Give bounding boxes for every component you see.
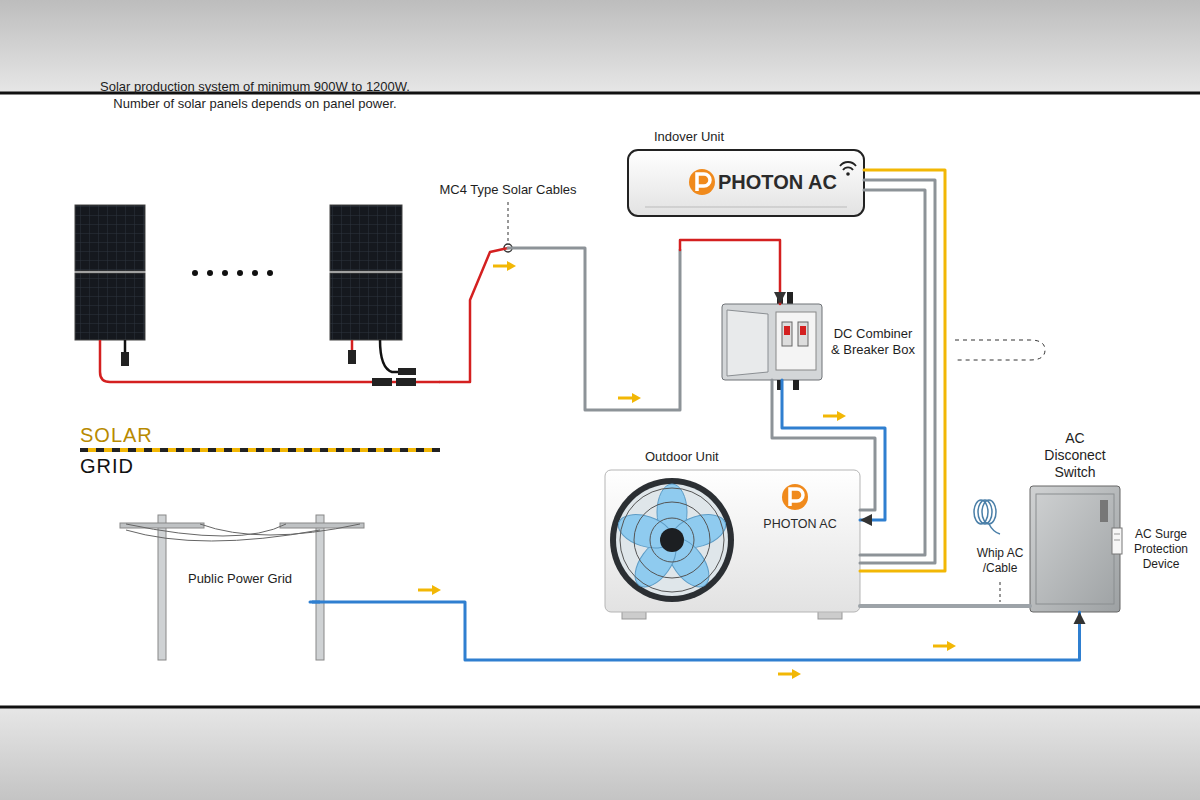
outdoor-unit-body (605, 470, 860, 619)
cable (772, 380, 875, 510)
flow-arrows (418, 261, 956, 679)
dc-combiner-box: DC Combiner & Breaker Box (722, 304, 822, 380)
connector (860, 170, 945, 571)
box-label: DC Combiner & Breaker Box (830, 326, 916, 358)
whip-icon (974, 500, 1000, 534)
cable (680, 240, 780, 304)
leader-line (508, 202, 509, 243)
cable (310, 602, 1080, 660)
label: GRID (80, 455, 134, 477)
connector (440, 240, 786, 410)
bottom-band (0, 708, 1200, 800)
cable (782, 380, 885, 520)
cable (860, 170, 945, 571)
label: MC4 Type Solar Cables (433, 182, 583, 198)
panel (330, 205, 402, 271)
connector (860, 606, 1030, 607)
brand-name: PHOTON AC (750, 516, 850, 532)
panel (75, 273, 145, 340)
power-grid: Public Power Grid (170, 562, 310, 596)
bracket (955, 340, 1045, 360)
ac-disconnect-switch: AC Disconect SwitchAC Surge Protection D… (1030, 486, 1120, 612)
arrowhead (860, 514, 872, 526)
solar-panels (75, 205, 440, 386)
connector (772, 380, 885, 526)
outdoor-unit: Outdoor UnitPHOTON AC (605, 470, 860, 612)
divider (80, 448, 440, 452)
cable (860, 604, 1030, 608)
cable (508, 248, 680, 410)
indoor-unit-body (628, 150, 864, 216)
arrowhead (774, 292, 786, 304)
arrowhead (1074, 612, 1086, 624)
array-caption: Solar production system of minimum 900W … (85, 78, 425, 112)
connector (310, 602, 1086, 660)
panel (75, 205, 145, 271)
indoor-unit: Indover UnitPHOTON AC (628, 150, 864, 216)
solar-array: Solar production system of minimum 900W … (70, 72, 440, 397)
cable (860, 190, 925, 555)
surge-label: AC Surge Protection Device (1128, 527, 1194, 572)
brand-name: PHOTON AC (718, 170, 837, 194)
grid-poles (120, 515, 364, 660)
ac-disconnect-body (1030, 486, 1122, 612)
grid-label: Public Power Grid (170, 571, 310, 587)
unit-heading: Indover Unit (654, 129, 724, 145)
panel (330, 273, 402, 340)
dc-combiner-body (722, 292, 822, 390)
unit-heading: Outdoor Unit (645, 449, 719, 465)
label: Whip AC /Cable (971, 546, 1029, 576)
cable (860, 180, 935, 563)
leader-line (1000, 582, 1001, 602)
divider (80, 448, 440, 452)
cable (440, 248, 508, 382)
top-band (0, 0, 1200, 92)
frame-line (0, 706, 1200, 709)
label: SOLAR (80, 424, 153, 446)
ground (0, 92, 1200, 708)
switch-heading: AC Disconect Switch (1035, 430, 1115, 481)
